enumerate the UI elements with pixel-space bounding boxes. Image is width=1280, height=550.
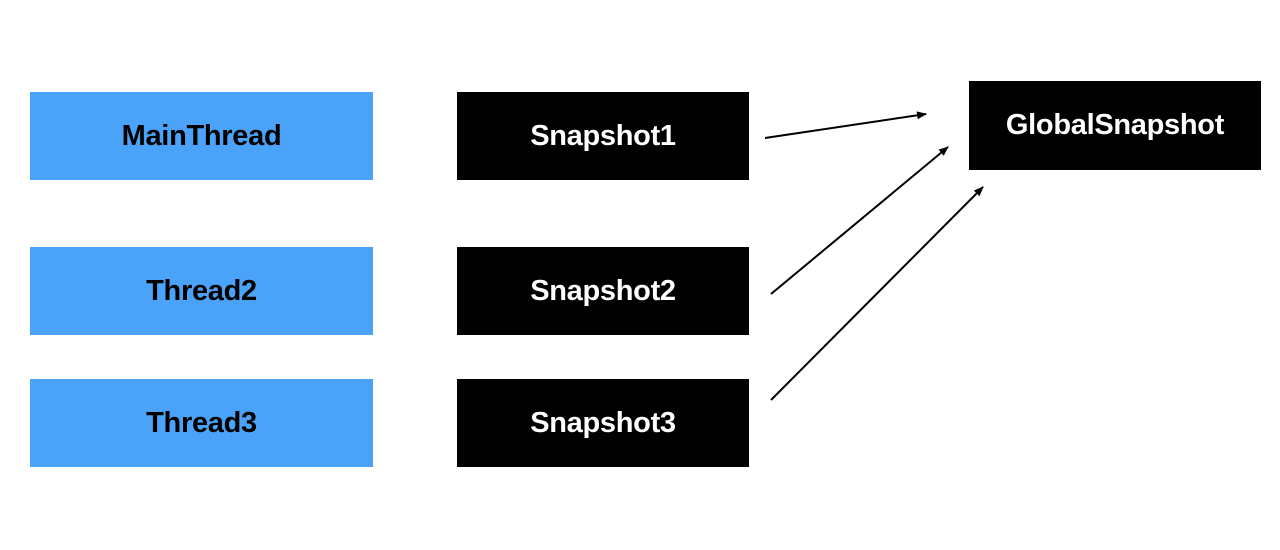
snapshot-label-3: Snapshot3 [530, 406, 676, 439]
global-snapshot-box: GlobalSnapshot [969, 81, 1261, 170]
snapshot-box-2: Snapshot2 [457, 247, 749, 335]
snapshot-label-1: Snapshot1 [530, 119, 676, 152]
snapshot-label-2: Snapshot2 [530, 274, 676, 307]
thread-label-main: MainThread [121, 119, 282, 152]
arrow-snapshot3-to-global [770, 186, 984, 401]
thread-label-2: Thread2 [146, 274, 257, 307]
thread-box-main: MainThread [30, 92, 373, 180]
global-snapshot-label: GlobalSnapshot [1005, 109, 1225, 141]
thread-label-3: Thread3 [146, 406, 257, 439]
snapshot-box-1: Snapshot1 [457, 92, 749, 180]
thread-box-2: Thread2 [30, 247, 373, 335]
arrow-snapshot2-to-global [770, 146, 949, 295]
thread-box-3: Thread3 [30, 379, 373, 467]
snapshot-box-3: Snapshot3 [457, 379, 749, 467]
arrow-snapshot1-to-global [764, 111, 927, 139]
